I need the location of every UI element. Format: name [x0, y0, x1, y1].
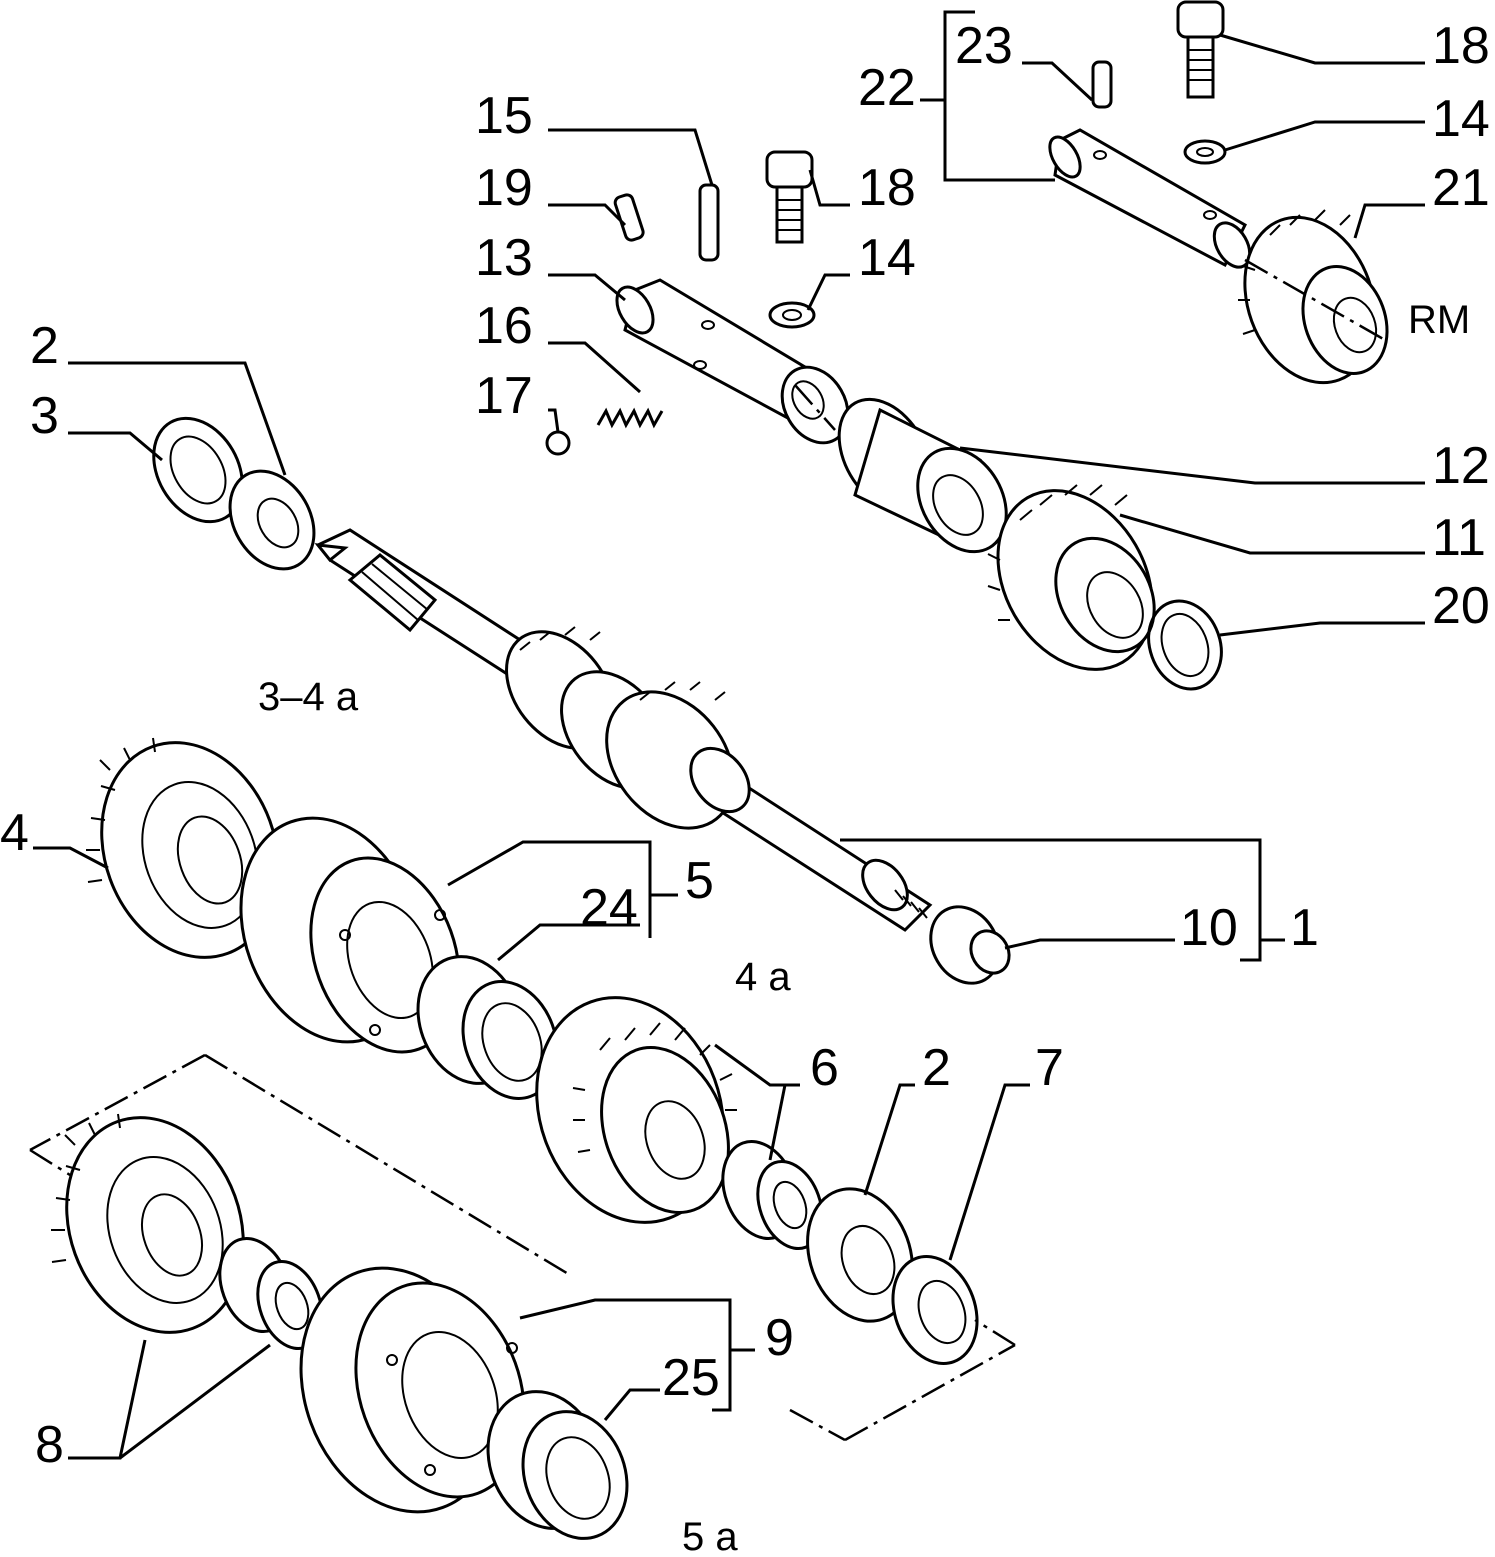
- part-15-pin: [698, 183, 720, 262]
- label-2-top: 2: [30, 317, 59, 375]
- part-17-ball: [545, 430, 571, 456]
- part-12-sleeve: [837, 397, 1008, 554]
- label-10: 10: [1180, 899, 1238, 957]
- leader-lines: [33, 10, 1425, 1460]
- part-labels: 18 14 21 23 22 15 19 18 13 14 16 17 12 1…: [0, 17, 1490, 1474]
- label-17: 17: [475, 367, 533, 425]
- label-9: 9: [765, 1309, 794, 1367]
- part-22-shaft: [1048, 128, 1252, 269]
- label-18-top: 18: [1432, 17, 1490, 75]
- label-22: 22: [858, 59, 916, 117]
- part-14-washer: [768, 301, 816, 329]
- part-3-seal: [152, 416, 244, 524]
- part-25-hub: [486, 1390, 629, 1540]
- label-23: 23: [955, 17, 1013, 75]
- label-14-top: 14: [1432, 90, 1490, 148]
- part-2-bearing-lower: [806, 1187, 914, 1323]
- label-14-middle: 14: [858, 229, 916, 287]
- part-13-shaft: [615, 278, 850, 445]
- label-5a: 5 a: [682, 1515, 738, 1557]
- label-2-lower: 2: [922, 1039, 951, 1097]
- part-4-gear: [86, 737, 280, 959]
- part-6-bush: [721, 1140, 824, 1251]
- part-20-circlip: [1147, 599, 1223, 691]
- label-15: 15: [475, 87, 533, 145]
- axis-lines: [29, 258, 1386, 1442]
- label-3-4a: 3–4 a: [258, 675, 359, 719]
- gear-labels: RM 3–4 a 4 a 5 a: [258, 298, 1470, 1557]
- part-11-gear: [987, 484, 1156, 671]
- label-3: 3: [30, 387, 59, 445]
- label-rm: RM: [1408, 298, 1470, 342]
- label-7: 7: [1035, 1039, 1064, 1097]
- label-19: 19: [475, 159, 533, 217]
- label-20: 20: [1432, 577, 1490, 635]
- part-23-pin: [1091, 60, 1113, 109]
- main-shaft: [314, 528, 933, 932]
- label-5: 5: [685, 852, 714, 910]
- part-8-gear: [51, 1113, 245, 1334]
- part-9-synchronizer: [299, 1266, 526, 1514]
- part-10-nut: [929, 905, 1011, 985]
- part-7-seal: [891, 1255, 979, 1365]
- label-1: 1: [1290, 899, 1319, 957]
- part-18-bolt: [765, 150, 814, 244]
- label-13: 13: [475, 229, 533, 287]
- part-24-hub: [416, 955, 559, 1100]
- label-18-middle: 18: [858, 159, 916, 217]
- label-16: 16: [475, 297, 533, 355]
- label-24: 24: [580, 879, 638, 937]
- part-14-washer-top: [1183, 139, 1227, 165]
- part-21-reverse-gear: [1238, 209, 1389, 385]
- label-25: 25: [662, 1349, 720, 1407]
- part-16-spring: [596, 407, 664, 429]
- label-6: 6: [810, 1039, 839, 1097]
- label-8: 8: [35, 1416, 64, 1474]
- part-18-bolt-top: [1176, 0, 1225, 99]
- label-4: 4: [0, 804, 29, 862]
- part-6-gear: [535, 996, 737, 1224]
- part-2-bearing: [228, 469, 316, 571]
- label-21: 21: [1432, 159, 1490, 217]
- label-11: 11: [1432, 509, 1486, 567]
- label-12: 12: [1432, 437, 1490, 495]
- label-4a: 4 a: [735, 955, 791, 999]
